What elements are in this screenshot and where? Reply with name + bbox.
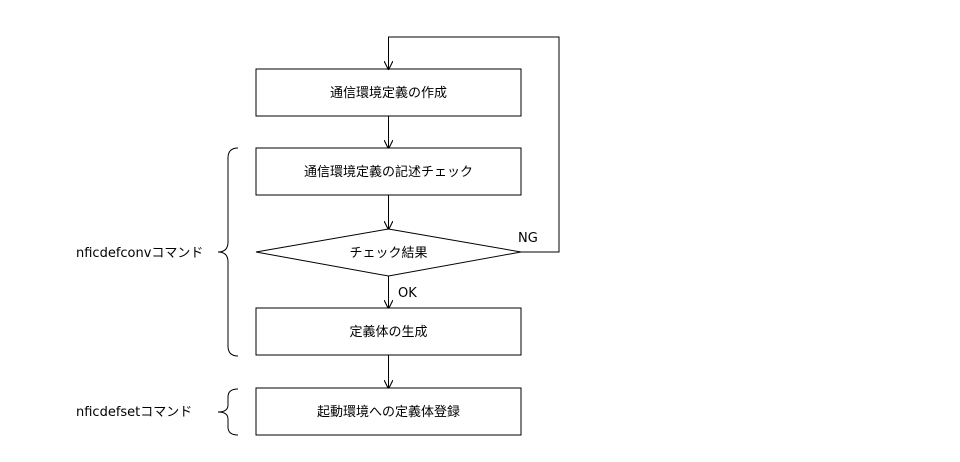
label-set-command: nficdefsetコマンド: [76, 405, 192, 420]
step-create-label: 通信環境定義の作成: [330, 85, 447, 101]
label-conv-command: nficdefconvコマンド: [76, 246, 203, 261]
step-check-label: 通信環境定義の記述チェック: [304, 164, 473, 180]
arrow-ng-loop: [389, 36, 560, 253]
step-create-definition: 通信環境定義の作成: [255, 68, 522, 117]
step-generate-definition: 定義体の生成: [255, 307, 522, 356]
step-syntax-check: 通信環境定義の記述チェック: [255, 147, 522, 196]
brace-set: [217, 388, 239, 436]
decision-check-result: チェック結果: [255, 228, 522, 277]
step-generate-label: 定義体の生成: [349, 324, 427, 340]
decision-label: チェック結果: [349, 246, 427, 261]
step-register-definition: 起動環境への定義体登録: [255, 387, 522, 436]
brace-conv: [217, 147, 239, 357]
edge-label-ok: OK: [398, 286, 417, 301]
edge-label-ng: NG: [518, 231, 538, 246]
step-register-label: 起動環境への定義体登録: [317, 404, 460, 420]
